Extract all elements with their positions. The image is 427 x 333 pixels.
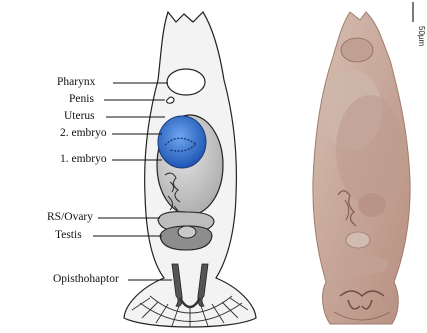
- scale-bar-label: 50µm: [417, 26, 426, 46]
- label-testis: Testis: [55, 229, 82, 241]
- pharynx-organ: [167, 69, 205, 95]
- label-rs-ovary: RS/Ovary: [47, 211, 93, 223]
- embryo-2-organ: [158, 116, 206, 168]
- label-pharynx: Pharynx: [57, 76, 95, 88]
- label-embryo-2: 2. embryo: [60, 127, 107, 139]
- label-penis: Penis: [69, 93, 94, 105]
- label-opisthohaptor: Opisthohaptor: [53, 273, 119, 285]
- label-uterus: Uterus: [64, 110, 95, 122]
- label-embryo-1: 1. embryo: [60, 153, 107, 165]
- micrograph: [313, 12, 410, 324]
- testis-nucleus: [178, 226, 196, 238]
